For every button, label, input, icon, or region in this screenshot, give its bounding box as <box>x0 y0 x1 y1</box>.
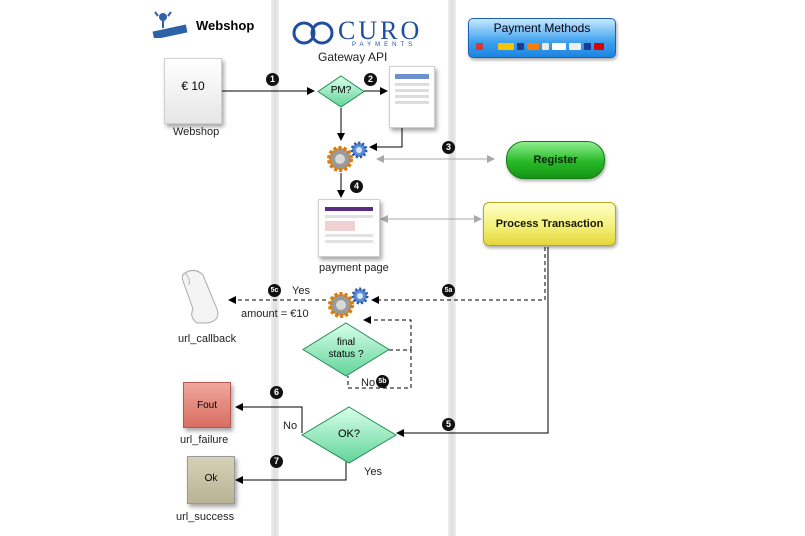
card-icon <box>517 43 524 50</box>
step-badge-7: 7 <box>270 455 283 468</box>
webshop-node-label: Webshop <box>173 126 220 138</box>
step-badge-4: 4 <box>350 180 363 193</box>
step-badge-5c: 5c <box>268 284 281 297</box>
card-icon <box>527 43 539 50</box>
url-failure-label: url_failure <box>180 434 229 446</box>
gear-icon <box>327 286 371 320</box>
pm-decision: PM? <box>317 75 365 108</box>
card-icon <box>594 43 604 50</box>
ok-yes-label: Yes <box>364 466 382 478</box>
gateway-lane-title: Gateway API <box>318 50 388 64</box>
step-badge-6: 6 <box>270 386 283 399</box>
card-icon <box>542 43 549 50</box>
step-badge-1: 1 <box>266 73 279 86</box>
failure-document: Fout <box>183 382 231 428</box>
final-no-label: No <box>361 377 376 389</box>
card-icon <box>476 43 483 50</box>
card-icon <box>569 43 581 50</box>
register-node: Register <box>506 141 605 179</box>
step-badge-5a: 5a <box>442 284 455 297</box>
webshop-logo <box>149 10 193 40</box>
payment-method-select-page <box>389 66 435 128</box>
ok-no-label: No <box>283 420 298 432</box>
callback-yes-label: Yes <box>292 285 310 297</box>
process-transaction-node: Process Transaction <box>483 202 616 246</box>
gateway-brand-sub: PAYMENTS <box>352 42 417 48</box>
gateway-brand: CURO <box>338 16 423 45</box>
amount-document: € 10 <box>164 58 222 124</box>
gear-icon <box>326 140 370 174</box>
step-badge-5: 5 <box>442 418 455 431</box>
lane-divider-right <box>448 0 456 536</box>
final-status-line2: status ? <box>328 349 364 360</box>
card-icon <box>552 43 566 50</box>
url-callback-label: url_callback <box>178 333 237 345</box>
card-icon <box>584 43 591 50</box>
lane-divider-left <box>271 0 279 536</box>
payment-page-document <box>318 199 380 257</box>
step-badge-2: 2 <box>364 73 377 86</box>
webshop-lane-title: Webshop <box>196 18 255 33</box>
card-icon <box>498 43 514 50</box>
url-success-label: url_success <box>176 511 235 523</box>
ok-doc-text: Ok <box>204 473 218 484</box>
amount-text: € 10 <box>181 79 205 93</box>
callback-amount-label: amount = €10 <box>241 308 309 320</box>
payment-methods-box: Payment Methods <box>468 18 616 58</box>
final-status-line1: final <box>336 337 356 348</box>
success-document: Ok <box>187 456 235 504</box>
ok-decision: OK? <box>301 406 397 464</box>
payment-methods-title: Payment Methods <box>493 21 591 35</box>
step-badge-5b: 5b <box>376 375 389 388</box>
payment-page-label: payment page <box>319 262 389 274</box>
scroll-icon <box>177 267 227 327</box>
final-status-decision: final status ? <box>302 322 390 377</box>
pm-decision-label: PM? <box>330 85 352 96</box>
step-badge-3: 3 <box>442 141 455 154</box>
fout-text: Fout <box>196 400 217 411</box>
curo-logo-icon <box>290 21 336 45</box>
ok-decision-label: OK? <box>337 428 360 440</box>
